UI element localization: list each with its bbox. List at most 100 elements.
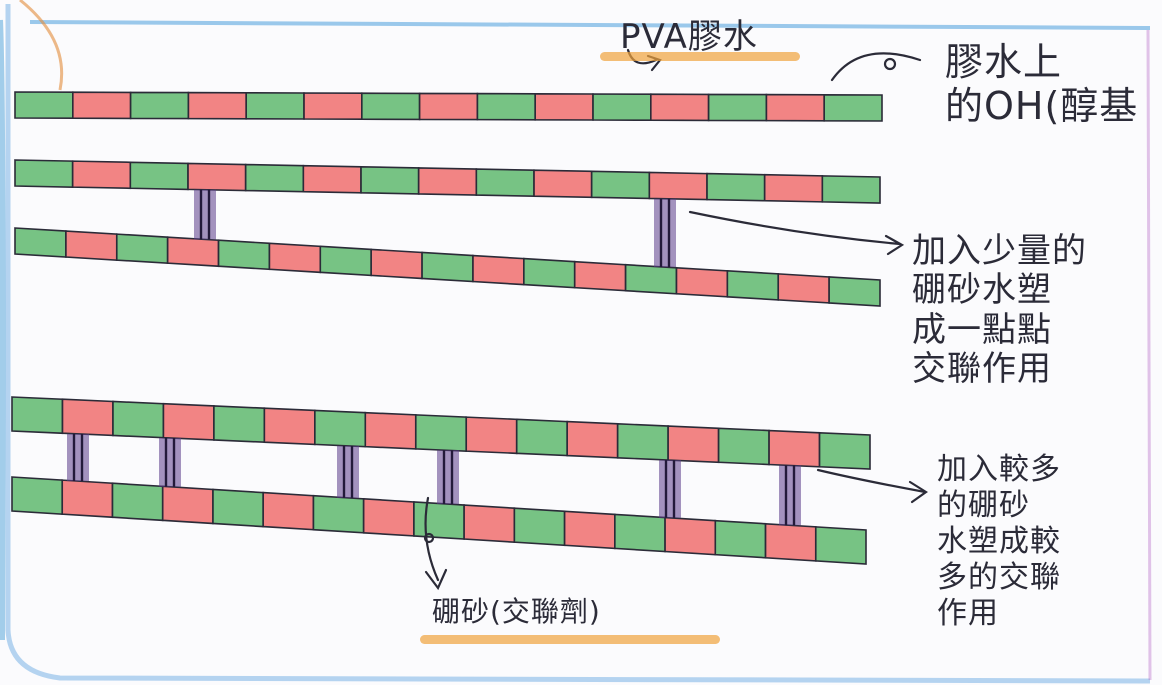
chain-segment-green <box>244 163 305 193</box>
arrow-oh-loop <box>883 57 897 71</box>
chain-segment-green <box>821 175 881 204</box>
chain-segment-green <box>129 161 189 191</box>
chain-segment-green <box>421 251 474 283</box>
chain-segment-green <box>814 526 867 565</box>
chain-segment-green <box>476 92 537 121</box>
chain-segment-green <box>706 172 766 202</box>
chain-segment-red <box>303 92 363 121</box>
chain-segment-red <box>162 402 215 441</box>
chain-segment-red <box>362 497 415 537</box>
chain-segment-green <box>245 91 305 120</box>
chain-segment-red <box>262 491 315 531</box>
pva-highlight <box>600 52 800 61</box>
chain-segment-red <box>364 411 417 450</box>
chain-segment-green <box>624 263 678 295</box>
chain-segment-red <box>664 516 717 556</box>
arrow-oh <box>830 52 922 82</box>
chain-segment-green <box>515 418 568 457</box>
large-crosslink-line: 的硼砂 <box>937 488 1030 523</box>
small-crosslink-line: 成一點點 <box>912 309 1052 350</box>
arrow-large <box>816 468 927 494</box>
chain-segment-green <box>360 92 421 121</box>
small-crosslink-line: 交聯作用 <box>912 349 1052 390</box>
chain-segment-red <box>533 169 593 199</box>
chain-segment-red <box>765 93 826 122</box>
chain-segment-green <box>14 159 74 188</box>
pva-chain <box>14 91 883 122</box>
chain-segment-red <box>667 425 720 464</box>
borax-crosslink <box>779 465 801 526</box>
chain-segment-red <box>61 398 114 437</box>
chain-segment-red <box>777 273 830 304</box>
borax-highlight <box>420 635 720 644</box>
chain-segment-red <box>675 266 729 298</box>
chain-segment-green <box>726 269 780 301</box>
oh-label: 膠水上 的OH(醇基 <box>945 40 1138 128</box>
pva-chain <box>14 227 881 307</box>
small-crosslink-label: 加入少量的 硼砂水塑 成一點點 交聯作用 <box>912 231 1087 390</box>
chain-segment-red <box>648 171 708 201</box>
chain-segment-red <box>566 420 619 459</box>
borax-crosslink <box>67 433 89 482</box>
borax-crosslink <box>337 445 359 498</box>
chain-segment-green <box>314 409 367 448</box>
chain-segment-green <box>319 245 372 277</box>
chain-segment-green <box>115 233 169 265</box>
chain-segment-red <box>302 164 362 194</box>
oh-label-line: 的OH(醇基 <box>945 84 1139 129</box>
chain-segment-green <box>614 513 666 553</box>
arrow-borax-loop <box>423 532 435 544</box>
chain-segment-green <box>360 165 420 195</box>
borax-label: 硼砂(交聯劑) <box>432 595 601 628</box>
chain-segment-green <box>818 431 871 470</box>
chain-segment-green <box>213 405 266 444</box>
chain-segment-green <box>828 276 881 307</box>
chain-segment-red <box>563 510 616 550</box>
crosslink-shade <box>779 465 801 526</box>
chain-segment-red <box>764 522 817 562</box>
arrow-borax <box>424 496 440 582</box>
chain-segment-red <box>65 230 118 261</box>
chain-segment-red <box>187 91 247 120</box>
chain-segment-green <box>475 168 535 198</box>
chain-segment-red <box>166 236 220 268</box>
crosslink-shade <box>659 460 681 518</box>
chain-segment-green <box>714 519 767 559</box>
borax-crosslink <box>159 437 181 487</box>
arrow-head-borax <box>424 568 448 591</box>
small-crosslink-line: 加入少量的 <box>912 231 1087 271</box>
borax-crosslink <box>194 189 216 240</box>
chain-segment-green <box>14 227 67 258</box>
large-crosslink-line: 加入較多 <box>937 452 1061 487</box>
chain-segment-red <box>417 167 478 196</box>
chain-segment-green <box>14 91 74 120</box>
chain-segment-green <box>217 239 271 271</box>
borax-crosslink <box>654 198 676 268</box>
pva-chain <box>14 159 881 204</box>
chain-segment-green <box>414 414 468 452</box>
chain-segment-red <box>649 93 710 122</box>
chain-segment-red <box>768 429 821 468</box>
crosslink-shade <box>654 198 676 268</box>
pva-chain <box>11 396 871 470</box>
pva-label: PVA膠水 <box>620 17 758 57</box>
chain-segment-green <box>413 501 465 540</box>
chain-segment-red <box>465 416 518 455</box>
chain-segment-red <box>534 92 594 121</box>
crosslink-shade <box>67 433 89 482</box>
arrow-head-small <box>884 234 905 256</box>
small-crosslink-line: 硼砂水塑 <box>912 270 1052 311</box>
chain-segment-red <box>61 479 114 519</box>
crosslink-shade <box>337 445 359 498</box>
chain-segment-red <box>418 92 479 121</box>
chain-segment-red <box>71 160 132 190</box>
chain-segment-green <box>212 488 264 528</box>
large-crosslink-line: 作用 <box>937 596 999 631</box>
chain-segment-green <box>111 482 164 522</box>
large-crosslink-line: 水塑成較 <box>937 524 1061 559</box>
chain-segment-green <box>523 257 576 289</box>
chain-segment-red <box>370 248 423 280</box>
chain-segment-green <box>823 93 883 122</box>
chain-segment-green <box>616 422 669 461</box>
